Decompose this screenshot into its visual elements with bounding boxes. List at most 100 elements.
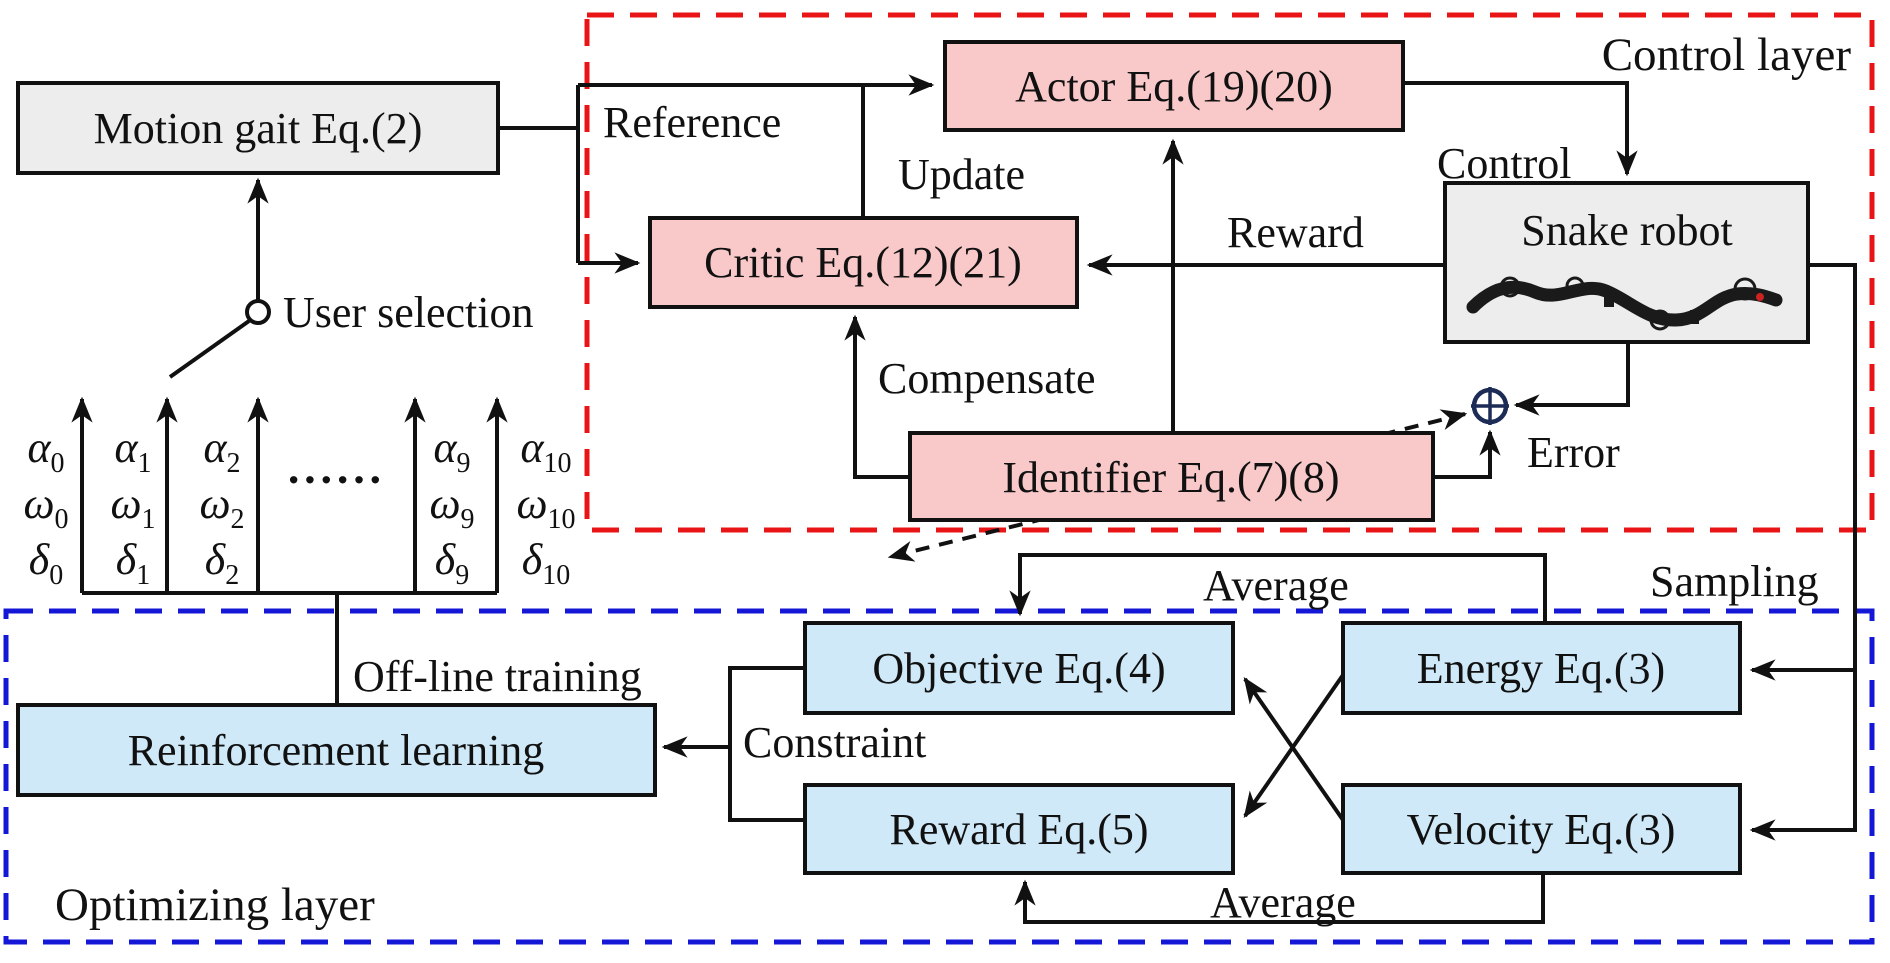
param-base: ω xyxy=(429,479,460,528)
edges xyxy=(71,74,1857,924)
critic-box xyxy=(648,216,1079,309)
selector-switch-arm xyxy=(168,319,251,379)
reward-eq-label: Reward Eq.(5) xyxy=(889,805,1148,854)
param-sub: 1 xyxy=(142,504,156,535)
param-sub: 2 xyxy=(225,560,239,591)
param-omega-9: ω9 xyxy=(429,479,474,535)
average-bottom-arrow xyxy=(1014,873,1545,924)
average-bottom-label: Average xyxy=(1210,878,1356,927)
user-selection-label: User selection xyxy=(283,288,533,337)
average-top-arrow xyxy=(1009,553,1547,623)
error-label: Error xyxy=(1527,428,1620,477)
param-base: δ xyxy=(116,535,138,584)
reinforcement-learning-box xyxy=(16,703,657,797)
compensate-label: Compensate xyxy=(878,354,1096,403)
sum-junction-icon xyxy=(1471,387,1509,425)
param-base: α xyxy=(520,423,544,472)
param-omega-2: ω2 xyxy=(199,479,244,535)
param-sub: 1 xyxy=(136,560,150,591)
reinforcement-learning-label: Reinforcement learning xyxy=(128,726,545,775)
critic-label: Critic Eq.(12)(21) xyxy=(704,238,1022,287)
param-base: ω xyxy=(23,479,54,528)
param-sub: 0 xyxy=(49,560,63,591)
param-delta-1: δ1 xyxy=(116,535,150,591)
param-base: α xyxy=(203,423,227,472)
nodes: Motion gait Eq.(2) Actor Eq.(19)(20) Cri… xyxy=(16,40,1810,875)
param-alpha-1: α1 xyxy=(114,423,151,479)
param-base: δ xyxy=(205,535,227,584)
reward-label: Reward xyxy=(1227,208,1364,257)
snake-robot-label: Snake robot xyxy=(1521,206,1732,255)
control-layer-frame-group: Control layer xyxy=(584,12,1875,533)
identifier-to-sum-arrow xyxy=(1433,429,1501,479)
param-base: ω xyxy=(516,479,547,528)
control-arrow xyxy=(1403,81,1638,177)
update-label: Update xyxy=(898,150,1025,199)
snake-led-dot xyxy=(1756,293,1764,301)
param-alpha-9: α9 xyxy=(433,423,470,479)
param-delta-2: δ2 xyxy=(205,535,239,591)
param-delta-9: δ9 xyxy=(435,535,469,591)
param-sub: 10 xyxy=(544,448,572,479)
snake-robot-box xyxy=(1443,181,1810,344)
control-label: Control xyxy=(1437,139,1571,188)
param-sub: 10 xyxy=(542,560,570,591)
param-labels: α0 ω0 δ0 α1 ω1 δ1 α2 ω2 δ2 α9 ω9 δ9 α10 … xyxy=(23,423,575,591)
param-sub: 9 xyxy=(457,448,471,479)
snake-to-sum-arrow xyxy=(1513,342,1630,416)
param-base: α xyxy=(114,423,138,472)
velocity-box xyxy=(1341,783,1742,875)
param-sub: 0 xyxy=(51,448,65,479)
param-base: δ xyxy=(522,535,544,584)
constraint-bracket xyxy=(728,666,805,822)
actor-box xyxy=(943,40,1405,132)
param-sub: 1 xyxy=(138,448,152,479)
param-delta-10: δ10 xyxy=(522,535,570,591)
param-alpha-10: α10 xyxy=(520,423,571,479)
identifier-box xyxy=(908,431,1435,522)
param-sub: 0 xyxy=(55,504,69,535)
param-alpha-0: α0 xyxy=(27,423,64,479)
param-delta-0: δ0 xyxy=(29,535,63,591)
velocity-label: Velocity Eq.(3) xyxy=(1407,805,1676,854)
offline-training-label: Off-line training xyxy=(353,652,642,701)
energy-to-reward-arrow xyxy=(1243,673,1345,818)
sampling-to-velocity-arrow xyxy=(1749,263,1857,841)
symbols xyxy=(245,299,1509,425)
objective-box xyxy=(803,621,1235,715)
param-sub: 9 xyxy=(455,560,469,591)
param-sub: 9 xyxy=(461,504,475,535)
param-base: α xyxy=(27,423,51,472)
param-omega-0: ω0 xyxy=(23,479,68,535)
param-sub: 2 xyxy=(231,504,245,535)
snake-robot-image xyxy=(1466,276,1783,331)
compensate-arrow xyxy=(844,314,910,479)
identifier-label: Identifier Eq.(7)(8) xyxy=(1002,453,1339,502)
param-sub: 2 xyxy=(227,448,241,479)
objective-label: Objective Eq.(4) xyxy=(872,644,1165,693)
param-base: δ xyxy=(29,535,51,584)
optimizing-layer-label: Optimizing layer xyxy=(55,879,375,931)
energy-label: Energy Eq.(3) xyxy=(1417,644,1665,693)
param-omega-10: ω10 xyxy=(516,479,575,535)
param-base: ω xyxy=(110,479,141,528)
param-base: α xyxy=(433,423,457,472)
param-sub: 10 xyxy=(548,504,576,535)
optimizing-layer-frame-group: Optimizing layer xyxy=(3,608,1875,945)
energy-box xyxy=(1341,621,1742,715)
control-layer-label: Control layer xyxy=(1602,29,1852,81)
velocity-to-objective-arrow xyxy=(1243,677,1345,822)
ellipsis-dots: ······ xyxy=(286,454,384,505)
reward-eq-box xyxy=(803,783,1235,875)
reference-label: Reference xyxy=(603,98,781,147)
param-base: ω xyxy=(199,479,230,528)
motion-gait-box xyxy=(16,81,500,175)
actor-label: Actor Eq.(19)(20) xyxy=(1015,62,1333,111)
constraint-label: Constraint xyxy=(743,718,926,767)
selector-switch-contact-icon xyxy=(245,299,271,325)
edge-labels: Reference Update Control Reward Compensa… xyxy=(283,98,1819,927)
optimizing-layer-frame xyxy=(3,608,1875,945)
average-top-label: Average xyxy=(1203,561,1349,610)
